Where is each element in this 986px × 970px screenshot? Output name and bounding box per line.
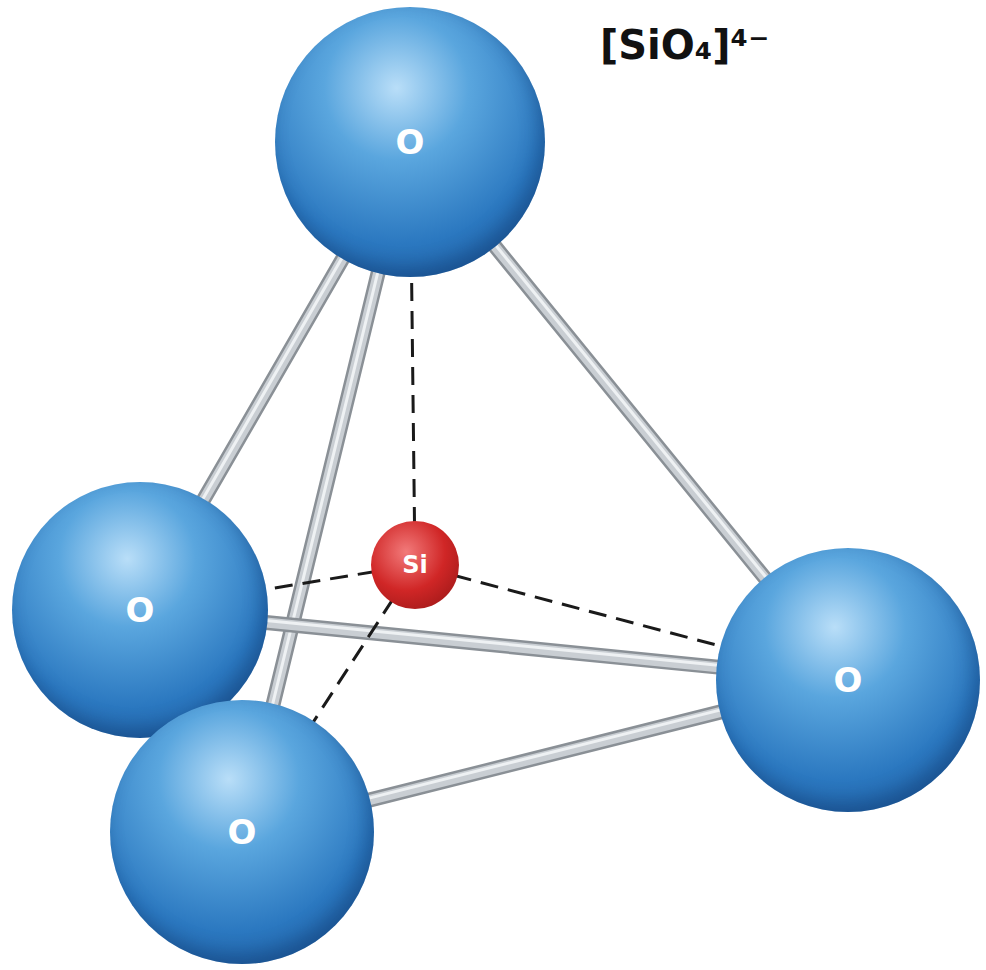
dashed-bond — [312, 599, 394, 725]
rod-edge — [366, 711, 724, 801]
bond-rod — [202, 253, 345, 502]
silicon-atom: Si — [371, 521, 459, 609]
rod-highlight — [272, 267, 379, 705]
oxygen-atom: O — [716, 548, 980, 812]
oxygen-atom: O — [275, 7, 545, 277]
rod-body — [366, 711, 724, 801]
dashed-line — [262, 571, 375, 590]
bond-rod — [272, 267, 379, 707]
bond-rod — [493, 242, 767, 581]
oxygen-atom: O — [110, 700, 374, 964]
atom-label: Si — [402, 551, 428, 579]
atom-label: O — [126, 590, 155, 630]
rod-highlight — [366, 709, 724, 799]
dashed-line — [454, 575, 725, 647]
dashed-bond — [262, 571, 375, 590]
atom-label: O — [228, 812, 257, 852]
dashed-bond — [454, 575, 725, 647]
formula-title: [SiO₄]⁴⁻ — [600, 22, 769, 68]
atom-label: O — [834, 660, 863, 700]
dashed-line — [412, 273, 415, 525]
rod-highlight — [202, 253, 345, 500]
dashed-bond — [412, 273, 415, 525]
dashed-line — [312, 599, 394, 725]
rod-highlight — [493, 242, 767, 579]
bond-rod — [366, 709, 724, 801]
atom-label: O — [396, 122, 425, 162]
